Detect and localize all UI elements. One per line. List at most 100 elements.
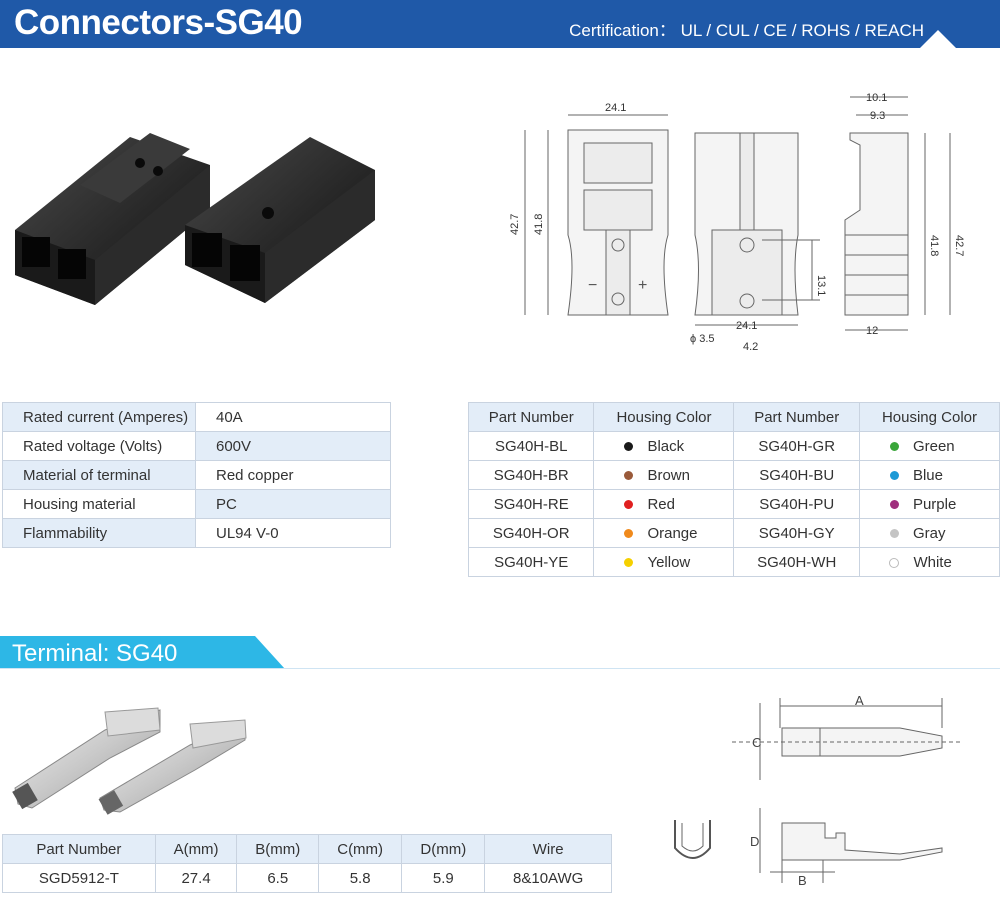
front-height-inner-label: 41.8 bbox=[533, 214, 545, 235]
color-swatch-orange bbox=[624, 529, 634, 539]
dimension-c-label: C bbox=[752, 735, 761, 750]
color-name: Green bbox=[912, 437, 955, 455]
part-number: SG40H-BU bbox=[733, 460, 860, 490]
housing-color-cell: Blue bbox=[858, 460, 1000, 490]
side-top-outer-label: 10.1 bbox=[866, 92, 887, 104]
connector-right bbox=[185, 137, 375, 303]
color-name: Gray bbox=[912, 524, 946, 542]
spec-row: Rated current (Amperes)40A bbox=[2, 402, 391, 432]
part-number: SG40H-BL bbox=[467, 431, 595, 461]
color-name: Blue bbox=[912, 466, 943, 484]
color-swatch-black bbox=[624, 442, 634, 452]
spec-value: 40A bbox=[195, 402, 391, 432]
terminal-pin-2 bbox=[98, 719, 247, 815]
table-header-row: Part Number Housing Color Part Number Ho… bbox=[467, 402, 1000, 432]
terminal-section-banner bbox=[0, 636, 285, 669]
dimension-b-label: B bbox=[798, 873, 807, 888]
housing-color-cell: White bbox=[858, 547, 1000, 577]
column-header: Housing Color bbox=[593, 402, 735, 432]
spec-label: Housing material bbox=[2, 489, 196, 519]
part-number: SG40H-WH bbox=[733, 547, 860, 577]
column-header: Part Number bbox=[2, 834, 156, 864]
column-header: Wire bbox=[484, 834, 612, 864]
color-name: Red bbox=[647, 495, 675, 513]
terminal-product-photo bbox=[12, 707, 247, 815]
color-name: Orange bbox=[647, 524, 698, 542]
spec-table: Rated current (Amperes)40A Rated voltage… bbox=[2, 402, 391, 548]
spec-value: Red copper bbox=[195, 460, 391, 490]
spec-value: UL94 V-0 bbox=[195, 518, 391, 548]
side-view bbox=[844, 96, 951, 331]
terminal-section-title: Terminal: SG40 bbox=[12, 640, 178, 667]
dimension-a-label: A bbox=[855, 693, 864, 708]
side-top-inner-label: 9.3 bbox=[870, 110, 885, 122]
table-row: SG40H-BL Black SG40H-GR Green bbox=[467, 431, 1000, 461]
part-number: SG40H-YE bbox=[467, 547, 595, 577]
page-title: Connectors-SG40 bbox=[14, 3, 303, 42]
color-swatch-green bbox=[889, 442, 899, 452]
connector-product-photo bbox=[15, 133, 375, 305]
back-view bbox=[694, 132, 820, 326]
part-number: SG40H-RE bbox=[467, 489, 595, 519]
spec-row: Rated voltage (Volts)600V bbox=[2, 431, 391, 461]
housing-color-cell: Red bbox=[593, 489, 735, 519]
color-name: Yellow bbox=[647, 553, 691, 571]
part-number: SGD5912-T bbox=[2, 863, 156, 893]
terminal-dimension-drawing: A C D B bbox=[674, 693, 960, 888]
terminal-pin-1 bbox=[12, 707, 161, 810]
back-offset-label: 4.2 bbox=[743, 341, 758, 353]
color-swatch-purple bbox=[889, 500, 899, 510]
part-number: SG40H-GY bbox=[733, 518, 860, 548]
color-name: Black bbox=[647, 437, 685, 455]
table-row: SG40H-RE Red SG40H-PU Purple bbox=[467, 489, 1000, 519]
front-view bbox=[524, 114, 669, 316]
column-header: Housing Color bbox=[858, 402, 1000, 432]
column-header: C(mm) bbox=[318, 834, 403, 864]
dimension-d-label: D bbox=[750, 834, 759, 849]
housing-color-cell: Yellow bbox=[593, 547, 735, 577]
part-number: SG40H-OR bbox=[467, 518, 595, 548]
side-bottom-label: 12 bbox=[866, 325, 878, 337]
plus-symbol: + bbox=[638, 277, 647, 294]
spec-value: 600V bbox=[195, 431, 391, 461]
table-header-row: Part Number A(mm) B(mm) C(mm) D(mm) Wire bbox=[2, 834, 612, 864]
housing-color-cell: Brown bbox=[593, 460, 735, 490]
spec-label: Material of terminal bbox=[2, 460, 196, 490]
dimension-c-value: 5.8 bbox=[318, 863, 403, 893]
color-name: Purple bbox=[912, 495, 957, 513]
column-header: Part Number bbox=[733, 402, 860, 432]
side-height-inner-label: 41.8 bbox=[928, 235, 940, 256]
spec-label: Flammability bbox=[2, 518, 196, 548]
part-number: SG40H-BR bbox=[467, 460, 595, 490]
dimension-d-value: 5.9 bbox=[401, 863, 486, 893]
table-row: SG40H-YE Yellow SG40H-WH White bbox=[467, 547, 1000, 577]
side-height-outer-label: 42.7 bbox=[953, 235, 965, 256]
connector-left bbox=[15, 133, 210, 305]
color-name: Brown bbox=[647, 466, 690, 484]
back-width-label: 24.1 bbox=[736, 320, 757, 332]
color-swatch-gray bbox=[889, 529, 899, 539]
spec-label: Rated current (Amperes) bbox=[2, 402, 196, 432]
section-divider bbox=[0, 668, 1000, 669]
color-name: White bbox=[913, 553, 952, 571]
spec-value: PC bbox=[195, 489, 391, 519]
column-header: B(mm) bbox=[236, 834, 320, 864]
dimension-b-value: 6.5 bbox=[236, 863, 320, 893]
column-header: A(mm) bbox=[154, 834, 238, 864]
color-swatch-white bbox=[889, 557, 900, 568]
table-row: SG40H-OR Orange SG40H-GY Gray bbox=[467, 518, 1000, 548]
dimension-a-value: 27.4 bbox=[154, 863, 238, 893]
terminal-table: Part Number A(mm) B(mm) C(mm) D(mm) Wire… bbox=[2, 834, 612, 893]
part-number: SG40H-GR bbox=[733, 431, 860, 461]
hole-diameter-label: ϕ 3.5 bbox=[690, 333, 715, 345]
wire-gauge-value: 8&10AWG bbox=[484, 863, 612, 893]
table-row: SG40H-BR Brown SG40H-BU Blue bbox=[467, 460, 1000, 490]
front-width-label: 24.1 bbox=[605, 102, 626, 114]
housing-color-cell: Purple bbox=[858, 489, 1000, 519]
housing-color-cell: Green bbox=[858, 431, 1000, 461]
column-header: Part Number bbox=[467, 402, 595, 432]
color-swatch-yellow bbox=[624, 558, 634, 568]
